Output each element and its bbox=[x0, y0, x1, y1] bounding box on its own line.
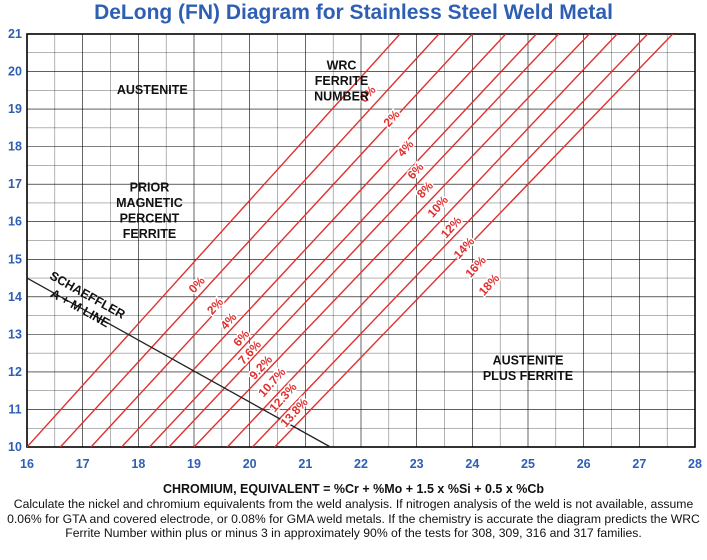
magnetic-ferrite-label: 0% bbox=[186, 273, 208, 296]
magnetic-ferrite-label: 2% bbox=[204, 295, 226, 318]
x-tick-label: 22 bbox=[354, 457, 368, 471]
ferrite-series-line bbox=[90, 34, 473, 447]
y-tick-label: 21 bbox=[8, 27, 22, 41]
wrc-fn-label: 6% bbox=[405, 160, 427, 183]
region-label-line: PLUS FERRITE bbox=[483, 369, 573, 383]
ferrite-series-line bbox=[193, 34, 590, 447]
x-tick-label: 23 bbox=[410, 457, 424, 471]
x-tick-label: 18 bbox=[131, 457, 145, 471]
y-tick-label: 14 bbox=[8, 290, 22, 304]
x-tick-label: 17 bbox=[76, 457, 90, 471]
y-tick-label: 13 bbox=[8, 327, 22, 341]
x-tick-label: 24 bbox=[465, 457, 479, 471]
region-label-line: PRIOR bbox=[130, 181, 170, 195]
y-tick-label: 16 bbox=[8, 215, 22, 229]
ferrite-series-line bbox=[148, 34, 537, 447]
y-tick-label: 19 bbox=[8, 102, 22, 116]
y-tick-label: 20 bbox=[8, 65, 22, 79]
x-tick-label: 20 bbox=[243, 457, 257, 471]
region-label-line: PERCENT bbox=[120, 212, 180, 226]
y-tick-label: 10 bbox=[8, 440, 22, 454]
ferrite-lines bbox=[27, 34, 674, 447]
ferrite-series-line bbox=[121, 34, 507, 447]
y-tick-label: 12 bbox=[8, 365, 22, 379]
ferrite-series-line bbox=[226, 34, 618, 447]
wrc-fn-label: 2% bbox=[381, 107, 403, 130]
x-axis-label: CHROMIUM, EQUIVALENT = %Cr + %Mo + 1.5 x… bbox=[162, 482, 545, 496]
ferrite-series-line bbox=[251, 34, 649, 447]
chart-title: DeLong (FN) Diagram for Stainless Steel … bbox=[94, 1, 613, 24]
wrc-fn-label: 10% bbox=[425, 193, 452, 220]
schaeffler-label: SCHAEFFLERA + M LINE bbox=[40, 269, 128, 335]
region-label: AUSTENITE bbox=[117, 83, 188, 97]
ferrite-series-line bbox=[59, 34, 440, 447]
wrc-fn-label: 18% bbox=[476, 271, 503, 298]
region-label-line: NUMBER bbox=[314, 90, 369, 104]
x-tick-label: 27 bbox=[632, 457, 646, 471]
x-tick-label: 25 bbox=[521, 457, 535, 471]
region-label: AUSTENITE PLUS FERRITE bbox=[483, 353, 573, 383]
ferrite-series-line bbox=[168, 34, 560, 447]
y-tick-label: 11 bbox=[8, 402, 21, 416]
magnetic-ferrite-label: 4% bbox=[218, 310, 240, 333]
region-label-line: MAGNETIC bbox=[116, 196, 183, 210]
x-tick-label: 28 bbox=[688, 457, 702, 471]
y-tick-label: 17 bbox=[8, 177, 22, 191]
x-tick-label: 16 bbox=[20, 457, 34, 471]
schaeffler-am-line bbox=[26, 277, 331, 448]
x-tick-label: 19 bbox=[187, 457, 201, 471]
y-tick-label: 18 bbox=[8, 140, 22, 154]
y-tick-label: 15 bbox=[8, 252, 22, 266]
region-label-line: FERRITE bbox=[123, 227, 176, 241]
ferrite-series-line bbox=[27, 34, 401, 447]
region-label-line: FERRITE bbox=[315, 74, 368, 88]
region-label-line: AUSTENITE bbox=[117, 83, 188, 97]
x-tick-label: 21 bbox=[298, 457, 312, 471]
x-tick-label: 26 bbox=[577, 457, 591, 471]
wrc-fn-label: 4% bbox=[395, 137, 417, 160]
caption-text: Calculate the nickel and chromium equiva… bbox=[7, 497, 700, 540]
region-label-line: WRC bbox=[327, 59, 357, 73]
region-label-line: AUSTENITE bbox=[493, 353, 564, 367]
plot-frame bbox=[26, 33, 696, 448]
wrc-fn-label: 12% bbox=[438, 214, 465, 241]
ferrite-series-line bbox=[274, 34, 674, 447]
wrc-fn-label: 16% bbox=[462, 253, 489, 280]
